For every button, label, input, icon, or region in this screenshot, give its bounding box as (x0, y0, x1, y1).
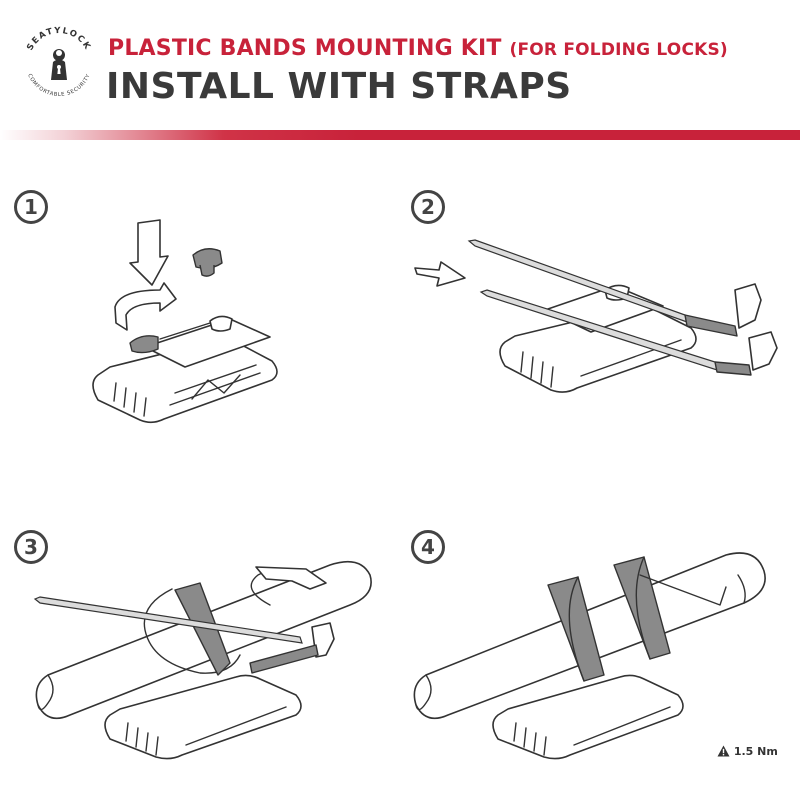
left-arrow-icon (414, 261, 466, 287)
step-number-3: 3 (14, 530, 48, 564)
kit-title-suffix: (FOR FOLDING LOCKS) (509, 40, 728, 60)
tightened-strap-2 (613, 556, 671, 660)
mount-base (492, 674, 684, 760)
warning-icon (717, 745, 730, 757)
insert-bolt-illustration (92, 219, 278, 424)
hex-key-icon (639, 574, 727, 606)
cable-tie-loop (33, 566, 327, 676)
bolt-nut-icon (192, 248, 223, 277)
header-divider (0, 130, 800, 140)
down-arrow-icon (129, 219, 169, 286)
tighten-straps-illustration (413, 552, 766, 760)
torque-note: 1.5 Nm (717, 745, 778, 758)
kit-title-text: PLASTIC BANDS MOUNTING KIT (108, 36, 502, 61)
page-title: INSTALL WITH STRAPS (106, 66, 572, 107)
step-number-4: 4 (411, 530, 445, 564)
tightened-strap-1 (547, 576, 605, 682)
mount-base (92, 315, 278, 424)
torque-value: 1.5 Nm (733, 745, 778, 758)
insert-straps-illustration (414, 239, 778, 393)
cable-tie-lower (479, 289, 778, 376)
mount-base (499, 284, 697, 393)
step-number-1: 1 (14, 190, 48, 224)
step-number-2: 2 (411, 190, 445, 224)
wrap-straps-around-frame-illustration (33, 560, 372, 760)
kit-title: PLASTIC BANDS MOUNTING KIT (FOR FOLDING … (108, 36, 728, 61)
mount-base (104, 674, 302, 760)
seatylock-logo: SEATYLOCK COMFORTABLE SECURITY (25, 26, 92, 98)
padlock-icon (51, 49, 67, 80)
svg-text:SEATYLOCK: SEATYLOCK (25, 26, 92, 53)
cable-tie-head (249, 622, 335, 674)
cable-tie-upper (467, 239, 762, 337)
logo-text-top: SEATYLOCK (25, 26, 91, 53)
rotate-arrow-icon (114, 282, 177, 331)
